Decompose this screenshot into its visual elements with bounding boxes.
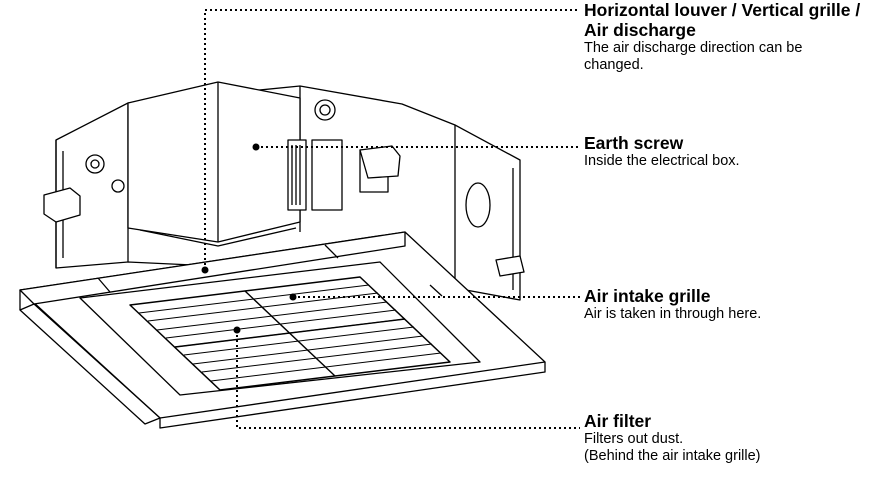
callout-louver: Horizontal louver / Vertical grille / Ai… (584, 0, 864, 74)
callout-air-intake-title: Air intake grille (584, 286, 711, 306)
hanger-brackets (43, 145, 525, 277)
callout-air-filter-title: Air filter (584, 411, 652, 431)
air-intake-grille (129, 276, 451, 391)
callout-earth-screw: Earth screw Inside the electrical box. (584, 133, 740, 170)
callout-earth-screw-title: Earth screw (584, 133, 684, 153)
marker-louver (201, 266, 209, 274)
callout-louver-desc-2: changed. (584, 56, 644, 73)
callout-air-filter-desc-2: (Behind the air intake grille) (584, 447, 761, 464)
marker-air-filter (233, 326, 241, 334)
callout-air-filter: Air filter Filters out dust. (Behind the… (584, 411, 761, 464)
marker-air-intake (289, 293, 297, 301)
callout-earth-screw-desc: Inside the electrical box. (584, 153, 740, 170)
callout-louver-title: Horizontal louver / Vertical grille / Ai… (584, 0, 861, 41)
leader-louver (204, 9, 580, 270)
marker-earth-screw (252, 143, 260, 151)
callout-louver-desc-1: The air discharge direction can be (584, 40, 803, 57)
callout-air-intake: Air intake grille Air is taken in throug… (584, 286, 761, 323)
callout-air-intake-desc: Air is taken in through here. (584, 306, 762, 323)
electrical-box (127, 81, 307, 247)
leader-air-filter (236, 330, 580, 429)
callout-air-filter-desc-1: Filters out dust. (584, 431, 684, 448)
